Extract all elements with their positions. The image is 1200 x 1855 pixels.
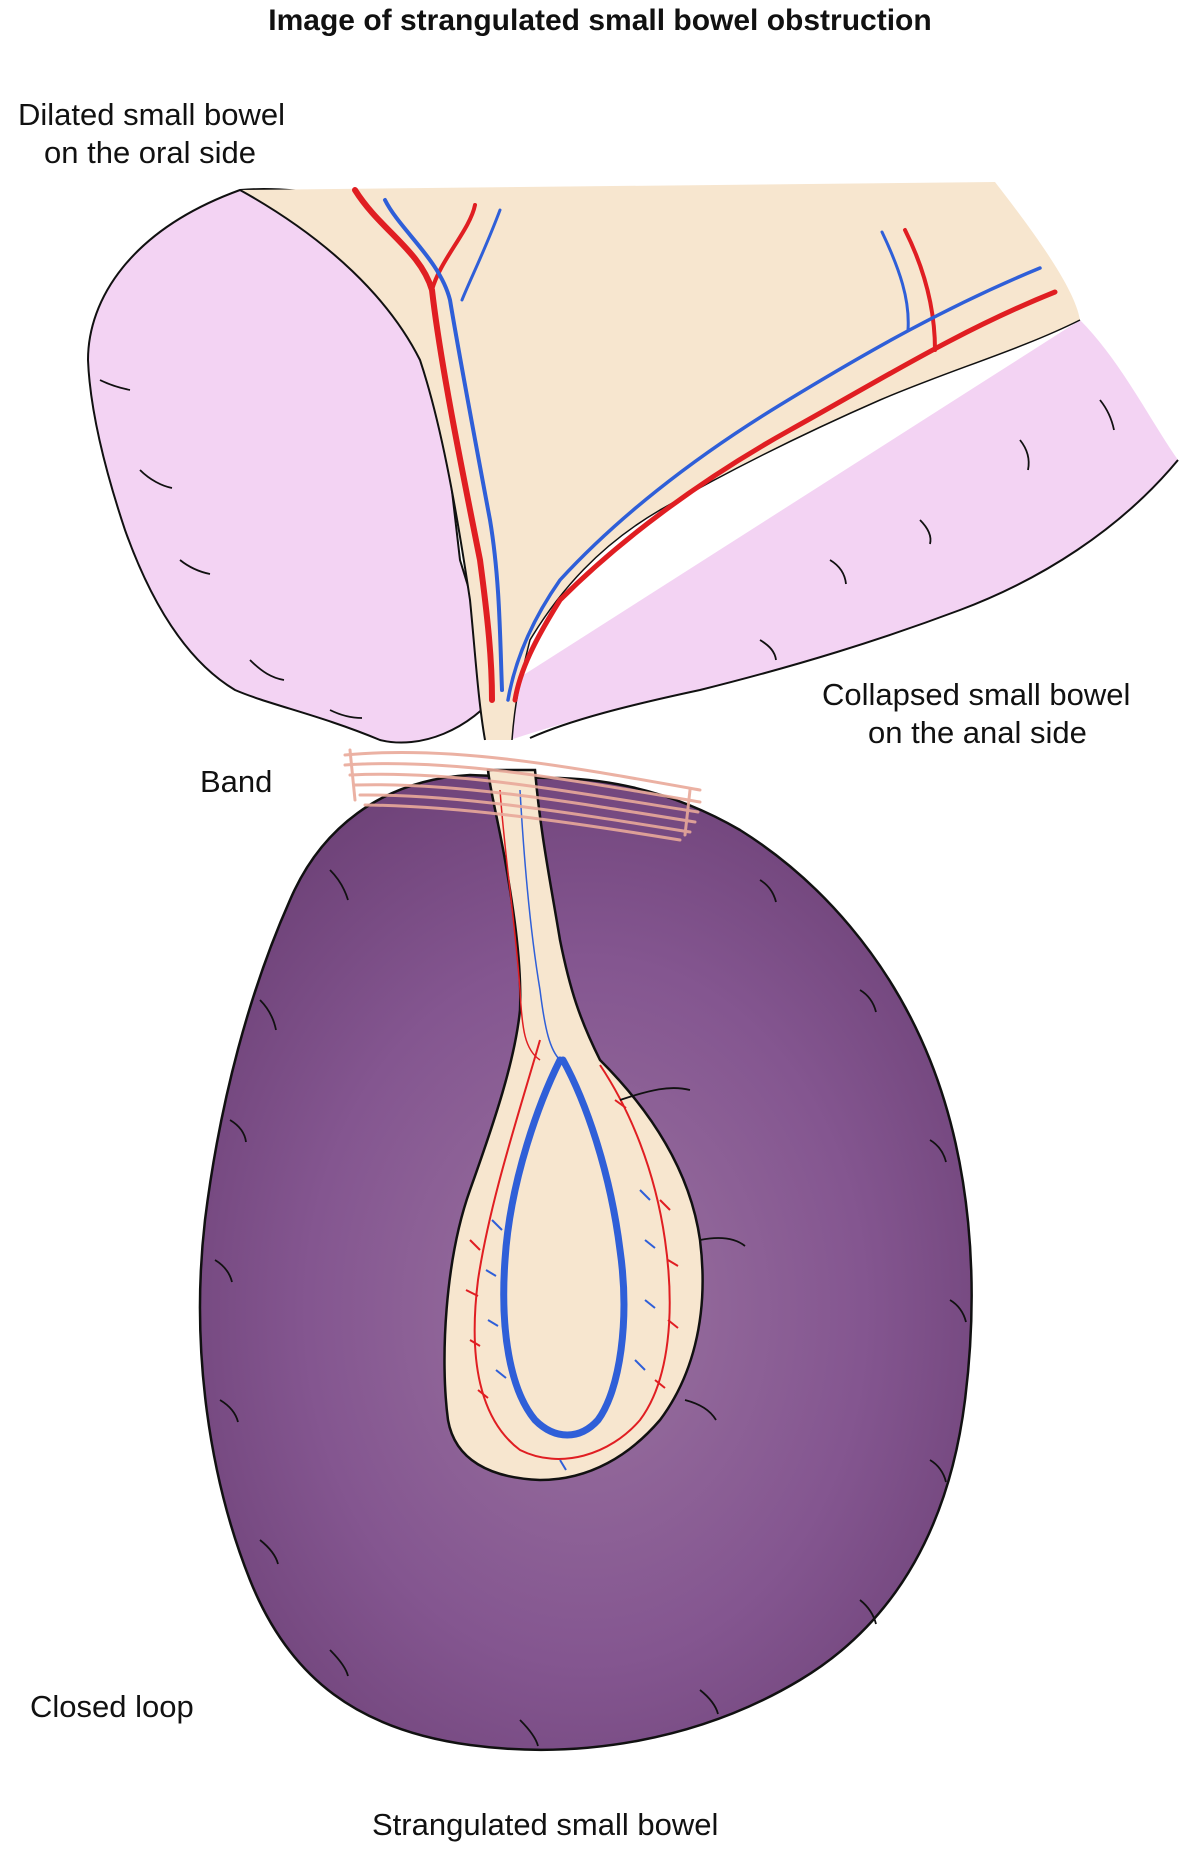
label-dilated-bowel: Dilated small bowel on the oral side [18,96,285,172]
collapsed-bowel-anal-edge [529,459,1179,739]
strangulated-bowel-ticks [214,869,967,1747]
vein-right-upper [506,266,1042,702]
mesentery-left-edge [239,189,486,741]
label-collapsed-line1: Collapsed small bowel [822,677,1131,712]
collapsed-bowel-anal [500,320,1178,740]
label-dilated-line1: Dilated small bowel [18,97,286,132]
constricting-band [343,748,702,842]
stalk-vessels [499,789,561,1061]
vein-right-branch [880,230,910,332]
label-band: Band [200,764,273,799]
artery-right-branch [903,228,937,352]
loop-vein-branches [485,1189,656,1471]
label-collapsed-line2: on the anal side [868,715,1087,750]
artery-right-upper [512,289,1058,703]
label-strangulated-bowel: Strangulated small bowel [372,1807,719,1842]
diagram-title: Image of strangulated small bowel obstru… [268,4,932,37]
collapsed-bowel-ticks [759,399,1115,661]
artery-left-upper [352,187,495,703]
label-closed-loop: Closed loop [30,1689,194,1724]
loop-artery-branches [465,1039,679,1460]
vein-left-upper [383,198,504,692]
mesentery [240,182,1080,740]
label-dilated-line2: on the oral side [44,135,256,170]
loop-vein [500,1056,628,1439]
vein-left-branch [460,208,502,302]
label-collapsed-bowel: Collapsed small bowel on the anal side [822,676,1130,752]
dilated-bowel-ticks [99,379,363,719]
artery-left-branch [430,203,477,292]
